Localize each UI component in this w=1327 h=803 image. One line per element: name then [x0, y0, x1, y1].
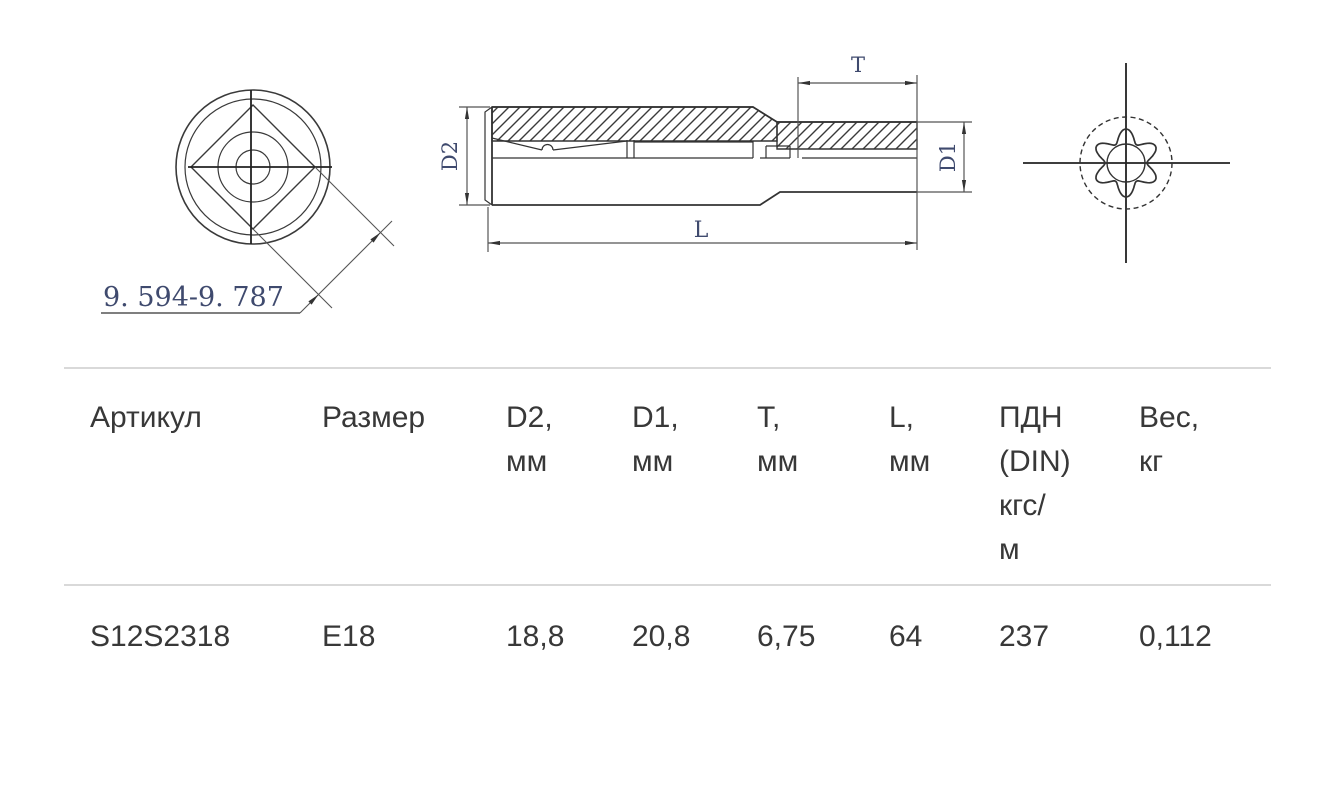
side-view: D2 T D1 L [438, 53, 972, 252]
arrowhead [464, 107, 470, 119]
cell-pdn: 237 [999, 620, 1050, 653]
arrowhead [464, 193, 470, 205]
cell-l: 64 [889, 620, 923, 653]
arrowhead [961, 122, 967, 134]
crosshair [188, 90, 332, 244]
header-article: Артикул [90, 401, 202, 434]
cell-size: E18 [322, 620, 376, 653]
header-weight: Вес, кг [1139, 401, 1200, 478]
crosshair [1023, 63, 1230, 263]
arrowhead [798, 80, 810, 86]
dimension-t: T [798, 53, 917, 86]
l-label: L [694, 218, 709, 243]
cell-article: S12S2318 [90, 620, 231, 653]
chamfer-line [484, 106, 493, 206]
extension-line [917, 121, 972, 193]
header-size: Размер [322, 401, 426, 434]
header-t: T, мм [757, 401, 799, 478]
cell-weight: 0,112 [1139, 620, 1212, 653]
body-outline [491, 106, 917, 206]
header-d1: D1, мм [632, 401, 679, 478]
cell-d2: 18,8 [506, 620, 565, 653]
front-view: 9. 594-9. 787 [101, 89, 395, 314]
d2-label: D2 [438, 141, 462, 171]
table-top-rule [64, 367, 1271, 369]
arrowhead [961, 180, 967, 192]
inner-circle [1106, 143, 1146, 183]
extension-line [459, 106, 490, 206]
profile-view [1023, 63, 1230, 263]
arrowhead [905, 80, 917, 86]
header-d2: D2, мм [506, 401, 553, 478]
table-header-row: Артикул Размер D2, мм D1, мм T, мм L, мм… [90, 396, 1271, 572]
arrowhead [308, 294, 319, 305]
dimension-l: L [487, 207, 917, 252]
technical-drawing: 9. 594-9. 787 D2 [101, 53, 1230, 314]
outer-dashed-circle [1079, 116, 1173, 210]
square-size-label: 9. 594-9. 787 [103, 282, 284, 313]
cell-d1: 20,8 [632, 620, 691, 653]
cell-t: 6,75 [757, 620, 816, 653]
table-row: S12S2318 E18 18,8 20,8 6,75 64 237 0,112 [90, 615, 1271, 659]
header-l: L, мм [889, 401, 931, 478]
arrowhead [488, 240, 500, 246]
t-label: T [851, 53, 865, 77]
hatch-area-socket [491, 106, 778, 142]
arrowhead [370, 232, 381, 243]
arrowhead [905, 240, 917, 246]
header-pdn-din: ПДН (DIN) кгс/ м [999, 401, 1071, 566]
dimension-d2: D2 [438, 106, 490, 206]
etorx-lobe-path [1095, 128, 1157, 198]
table-middle-rule [64, 584, 1271, 586]
dimension-d1: D1 [917, 121, 972, 193]
internal-bore-lines [491, 137, 917, 159]
d1-label: D1 [936, 142, 960, 172]
